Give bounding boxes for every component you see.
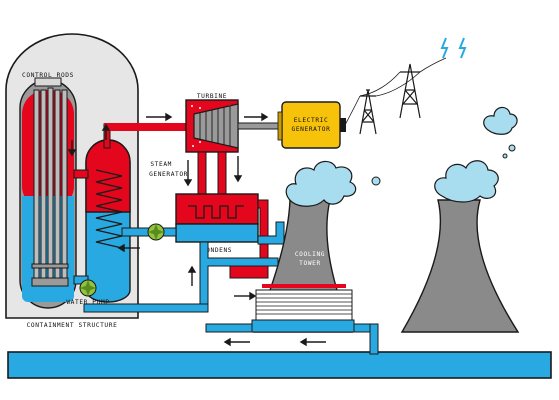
- cooling-tower-1-fill: [255, 289, 353, 321]
- label-electric: ELECTRIC: [294, 117, 329, 124]
- label-steam-generator: GENERATOR: [149, 171, 188, 178]
- label-turbine: TURBINE: [197, 93, 227, 100]
- label-control-rods: CONTROL RODS: [22, 72, 74, 79]
- control-rods: [31, 77, 69, 287]
- pump-icon: [147, 223, 165, 241]
- steam-generator-hot: [85, 139, 131, 213]
- label-containment: CONTAINMENT STRUCTURE: [27, 322, 118, 329]
- condenser-hot: [175, 193, 259, 225]
- electric-generator: [281, 101, 341, 149]
- label-generator: GENERATOR: [292, 126, 331, 133]
- cooling-tower-1-drops: [262, 284, 346, 288]
- steam-plume-1: [285, 160, 357, 207]
- pump-feed-pipe: [83, 303, 209, 313]
- generator-flange: [277, 111, 283, 141]
- label-tower: TOWER: [299, 260, 321, 267]
- steam-puff: [371, 176, 381, 186]
- cooling-tower-1-packing: [256, 293, 352, 315]
- flow-arrow-icon: [67, 112, 326, 347]
- transmission-tower-icon: [359, 63, 421, 135]
- label-water-pump: WATER PUMP: [66, 299, 109, 306]
- label-condens: CONDENS: [202, 247, 232, 254]
- lightning-icon: [458, 37, 467, 59]
- water-body: [7, 351, 552, 379]
- steam-plume-2: [434, 106, 518, 203]
- steam-puff: [502, 153, 508, 159]
- label-cooling: COOLING: [295, 251, 325, 258]
- lightning-icon: [440, 37, 449, 59]
- hot-steam-pipe-fill: [104, 123, 190, 131]
- water-intake-riser: [369, 323, 379, 355]
- turbine-shaft: [237, 122, 283, 130]
- label-steam: STEAM: [150, 161, 172, 168]
- cold-cooling-pipe-2: [257, 221, 285, 245]
- condenser-cold: [175, 223, 259, 243]
- condenser-coil: [188, 205, 244, 219]
- turbine-blades: [199, 106, 231, 146]
- cooling-tower-1-base: [251, 319, 355, 333]
- pump-icon: [79, 279, 97, 297]
- turbine-exhaust-pipe-2: [217, 151, 227, 197]
- turbine-rotor: [193, 103, 239, 149]
- steam-puff: [508, 144, 516, 152]
- power-lines: [344, 57, 447, 126]
- steam-generator-coil: [95, 169, 123, 249]
- cooling-tower-2: [400, 199, 520, 333]
- generator-terminal: [340, 118, 346, 132]
- turbine-exhaust-pipe: [197, 151, 207, 197]
- hot-pipe-reactor: [73, 169, 89, 179]
